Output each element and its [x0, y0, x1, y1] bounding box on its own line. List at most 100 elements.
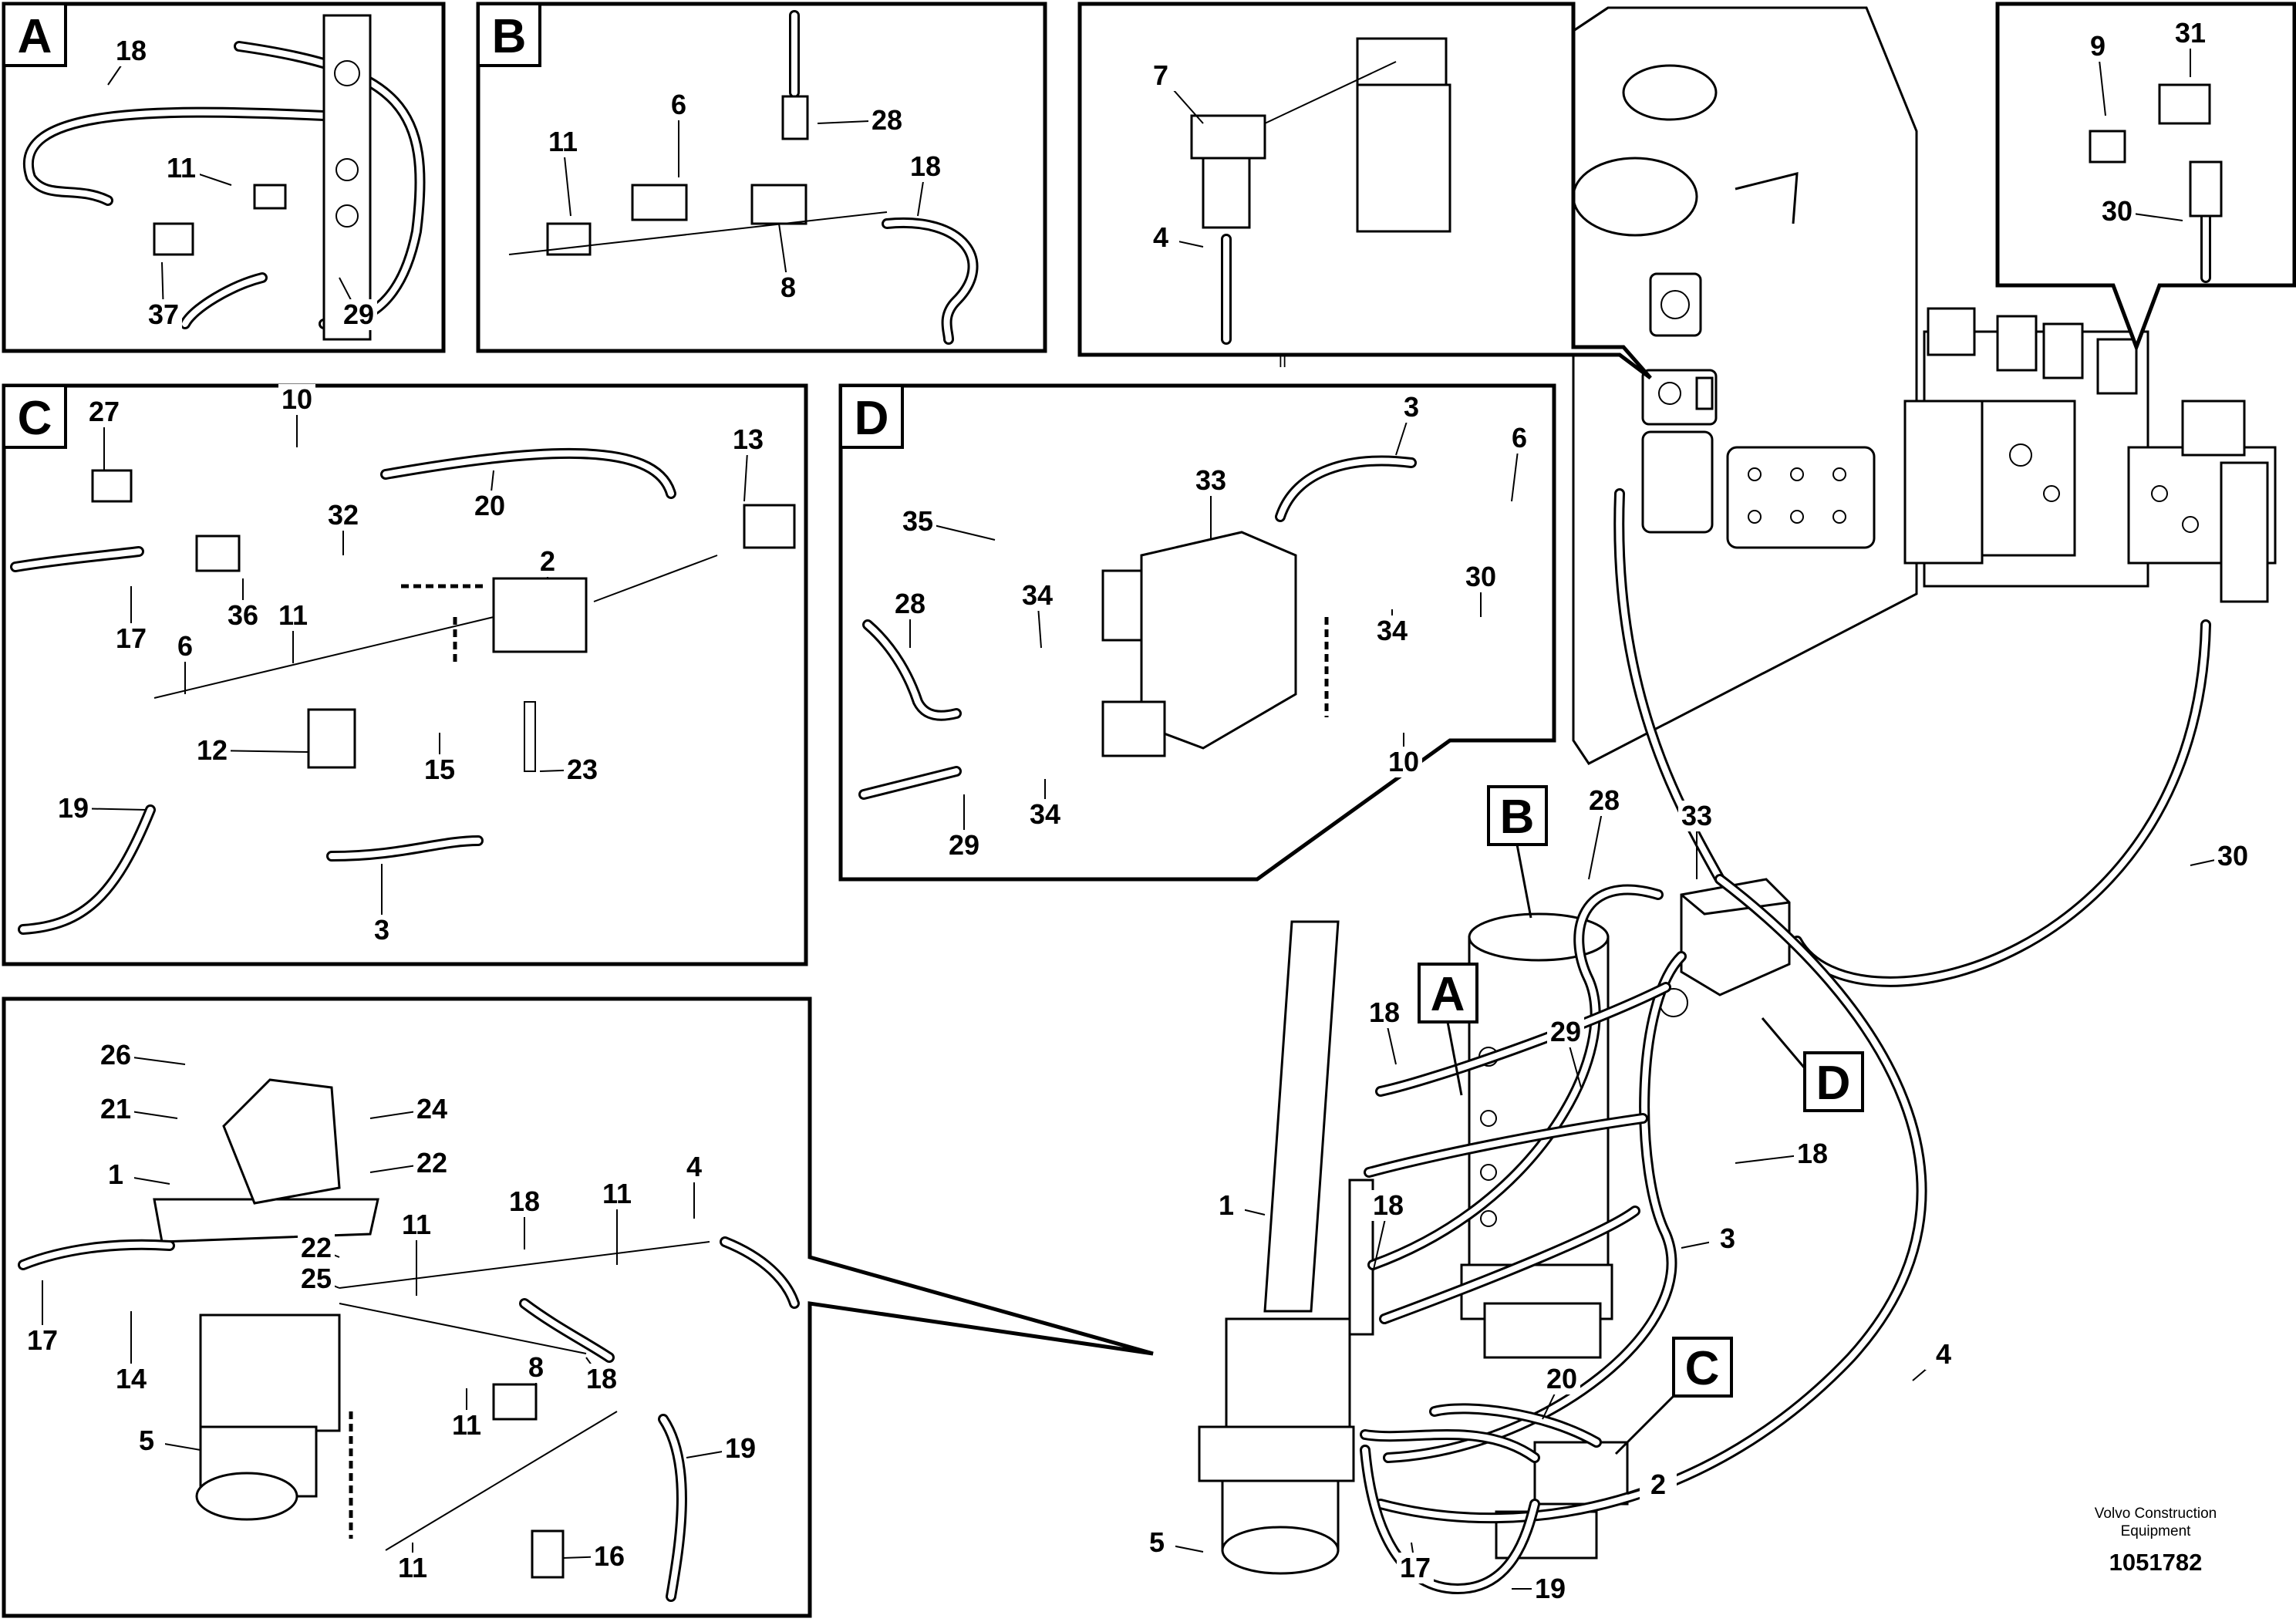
callout-backdrop: [340, 299, 377, 330]
callout-backdrop: [448, 1410, 485, 1441]
view-letter-c: C: [18, 392, 52, 445]
callout-number: 17: [1400, 1552, 1431, 1583]
callout-backdrop: [224, 600, 261, 631]
detail-view-a: A: [2, 2, 446, 353]
callout-backdrop: [1709, 1223, 1746, 1254]
callout-backdrop: [1640, 1469, 1677, 1500]
callout-number: 20: [1546, 1363, 1577, 1394]
callout-backdrop: [1374, 615, 1411, 646]
callout-number: 36: [228, 599, 258, 631]
callout-number: 4: [1936, 1338, 1951, 1370]
callout-number: 3: [1404, 391, 1419, 423]
callout-number: 1: [1219, 1189, 1234, 1221]
callout-number: 23: [567, 754, 598, 785]
callout-backdrop: [730, 424, 767, 455]
callout-backdrop: [97, 1159, 134, 1190]
callout-number: 37: [148, 298, 179, 330]
callout-number: 20: [474, 490, 505, 521]
callout-number: 33: [1681, 800, 1712, 831]
callout-number: 8: [528, 1351, 544, 1383]
callout-backdrop: [86, 396, 123, 427]
callout-backdrop: [298, 1233, 335, 1263]
callout-number: 33: [1195, 464, 1226, 496]
detail-view-b: B: [476, 2, 1047, 353]
callout-backdrop: [325, 500, 362, 531]
callout-number: 30: [2102, 195, 2132, 227]
callout-backdrop: [1462, 561, 1499, 592]
callout-backdrop: [275, 600, 312, 631]
callout-backdrop: [1027, 799, 1064, 830]
callout-number: 19: [1535, 1573, 1566, 1604]
callout-number: 11: [602, 1178, 632, 1209]
callout-number: 18: [586, 1363, 617, 1394]
callout-number: 3: [374, 914, 389, 946]
callout-number: 34: [1022, 579, 1053, 611]
callout-number: 19: [58, 792, 89, 824]
callout-number: 22: [416, 1147, 447, 1179]
credit-line-2: Equipment: [2121, 1523, 2192, 1539]
callout-number: 11: [548, 126, 578, 157]
callout-backdrop: [506, 1186, 543, 1217]
callout-backdrop: [544, 126, 582, 157]
callout-backdrop: [1019, 580, 1056, 611]
main-tags: B A D C: [1418, 785, 1864, 1455]
callout-backdrop: [55, 793, 92, 824]
callout-number: 17: [27, 1324, 58, 1356]
view-letter-a: A: [18, 10, 52, 63]
callout-backdrop: [1397, 1553, 1434, 1583]
callout-number: 28: [895, 588, 925, 619]
callout-number: 18: [910, 150, 941, 182]
callout-number: 15: [424, 754, 455, 785]
callout-backdrop: [1678, 801, 1715, 831]
callout-backdrop: [363, 915, 400, 946]
callout-number: 30: [1465, 561, 1496, 592]
callout-backdrop: [394, 1553, 431, 1583]
callout-number: 29: [949, 829, 979, 861]
callout-backdrop: [1192, 465, 1229, 496]
callout-number: 10: [282, 383, 312, 415]
callout-backdrop: [722, 1433, 759, 1464]
callout-backdrop: [2214, 841, 2251, 872]
callout-number: 21: [100, 1093, 131, 1125]
callout-number: 4: [686, 1151, 702, 1182]
callout-number: 1: [108, 1158, 123, 1190]
callout-backdrop: [398, 1209, 435, 1240]
callout-number: 16: [594, 1540, 625, 1572]
callout-backdrop: [194, 735, 231, 766]
callout-backdrop: [676, 1152, 713, 1182]
main-tag-b: B: [1500, 791, 1535, 844]
callout-number: 2: [1650, 1469, 1666, 1500]
callout-backdrop: [591, 1541, 628, 1572]
detail-view-filter-tee: [1077, 2, 1652, 379]
callout-number: 11: [278, 599, 308, 631]
callout-backdrop: [24, 1325, 61, 1356]
callout-backdrop: [598, 1179, 636, 1209]
callout-number: 5: [139, 1425, 154, 1456]
callout-backdrop: [1794, 1138, 1831, 1169]
callout-backdrop: [1586, 785, 1623, 816]
callout-backdrop: [167, 631, 204, 662]
callout-backdrop: [899, 506, 936, 537]
main-tag-a: A: [1431, 968, 1465, 1021]
callout-number: 27: [89, 396, 120, 427]
callout-number: 34: [1030, 798, 1060, 830]
callout-number: 8: [781, 271, 796, 303]
callout-number: 11: [402, 1209, 431, 1240]
callout-number: 18: [509, 1185, 540, 1217]
callout-backdrop: [1142, 60, 1179, 91]
callout-backdrop: [298, 1263, 335, 1294]
steering-column: [1198, 920, 1374, 1575]
callout-backdrop: [145, 299, 182, 330]
return-filter: [1641, 369, 1718, 534]
callout-backdrop: [413, 1148, 450, 1179]
callout-backdrop: [1208, 1190, 1245, 1221]
callout-number: 6: [1512, 422, 1527, 454]
callout-number: 7: [1153, 59, 1168, 91]
small-mark: II: [1279, 355, 1287, 371]
callout-number: 2: [540, 545, 555, 577]
main-control-valve: [1903, 307, 2277, 603]
callout-number: 26: [100, 1039, 131, 1071]
callout-backdrop: [1925, 1339, 1962, 1370]
callout-number: 6: [671, 89, 686, 120]
